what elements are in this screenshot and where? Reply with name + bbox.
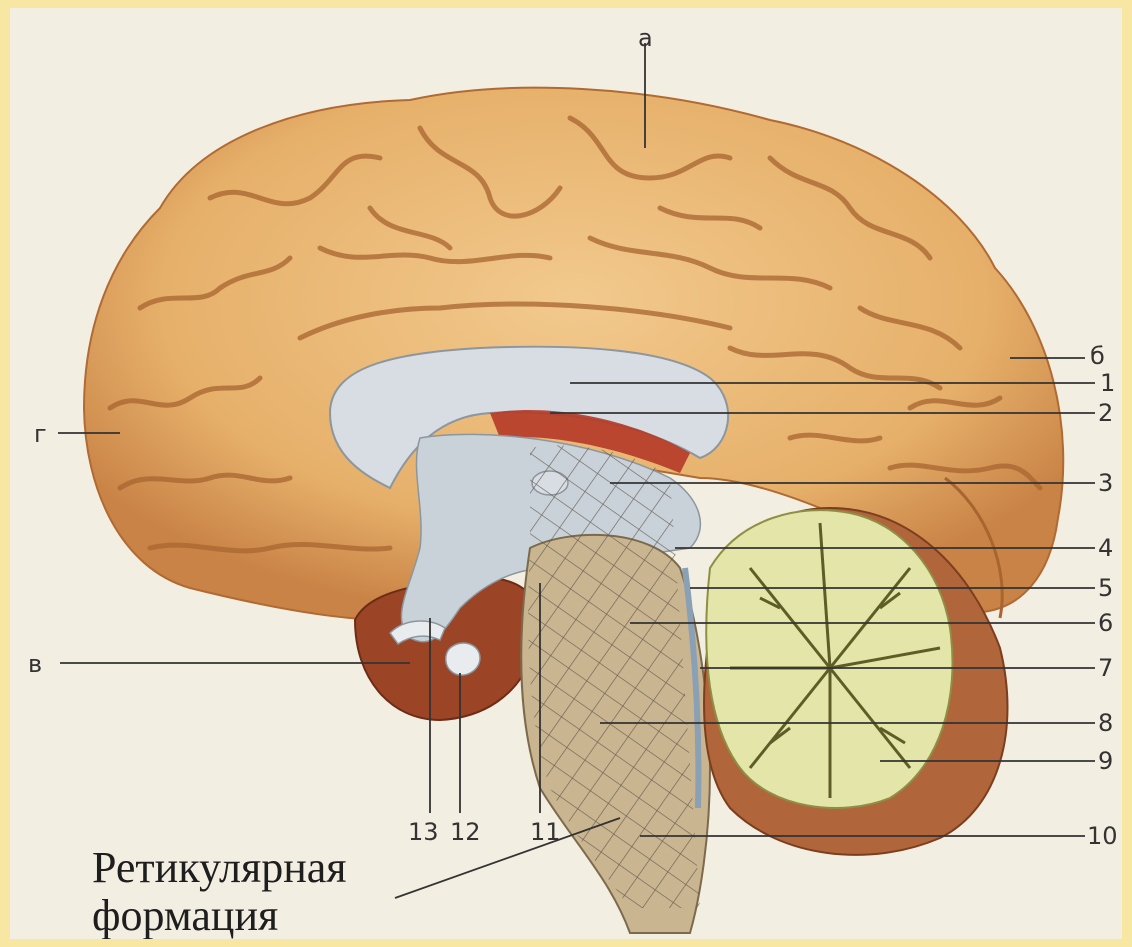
caption-line-2: формация [92,892,347,939]
label-12: 12 [450,820,481,844]
label-b: б [1090,344,1105,368]
label-11: 11 [530,820,561,844]
label-v: в [28,652,42,676]
caption-line-1: Ретикулярная [92,844,347,892]
label-7: 7 [1098,656,1113,680]
label-4: 4 [1098,536,1113,560]
label-10: 10 [1087,824,1118,848]
label-a: а [638,26,653,50]
label-5: 5 [1098,576,1113,600]
label-1: 1 [1100,371,1115,395]
caption-reticular-formation: Ретикулярная формация [92,844,347,939]
illustration-paper: а б в г 1 2 3 4 5 6 7 8 9 10 11 12 13 Ре… [10,8,1122,939]
pituitary [446,643,480,675]
label-6: 6 [1098,611,1113,635]
label-g: г [34,422,47,446]
label-3: 3 [1098,471,1113,495]
label-9: 9 [1098,749,1113,773]
label-2: 2 [1098,401,1113,425]
label-8: 8 [1098,711,1113,735]
brain-sagittal-section [10,8,1122,939]
label-13: 13 [408,820,439,844]
